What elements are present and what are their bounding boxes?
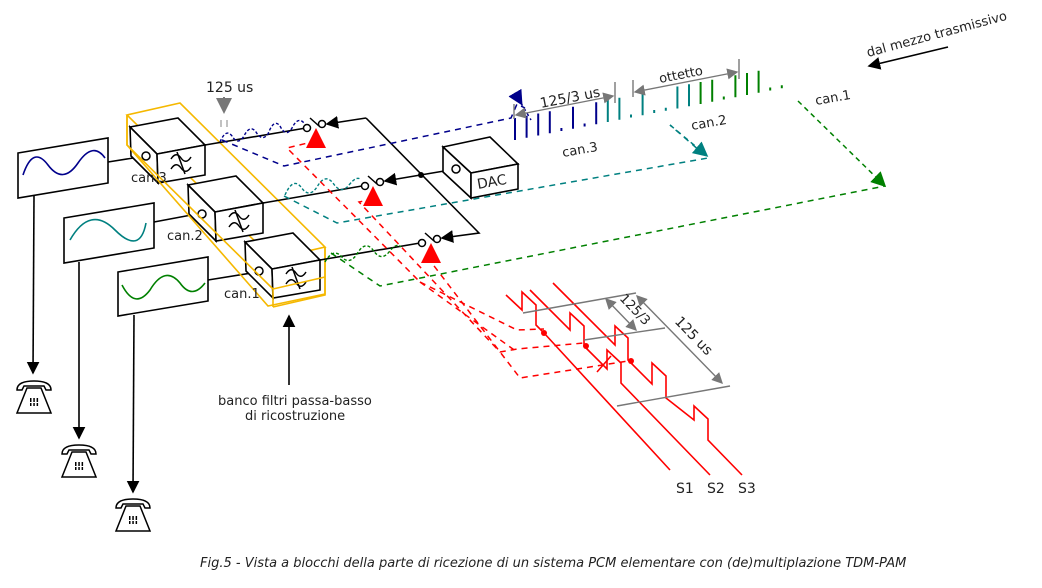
- slot-period-label: 125/3 us: [539, 85, 602, 112]
- route-ch1: [330, 185, 886, 287]
- s2-label: S2: [707, 481, 725, 497]
- stream-label-ch3: can.3: [561, 140, 599, 161]
- waveform-ch3: [22, 149, 106, 176]
- output-ch2-monitor: [63, 202, 155, 264]
- telephone-icon: [16, 380, 52, 414]
- filter-label-ch3: can.3: [131, 171, 167, 186]
- waveform-ch1: [121, 274, 206, 300]
- source-label: dal mezzo trasmissivo: [865, 9, 1009, 61]
- waveform-ch2: [69, 218, 147, 242]
- switch-ch3: [302, 117, 327, 133]
- dac-label: DAC: [476, 172, 508, 193]
- switch-ch1: [417, 232, 442, 248]
- stream-label-ch1: can.1: [814, 88, 852, 109]
- output-ch3-monitor: [17, 137, 109, 199]
- filter-bank-label-line2: di ricostruzione: [245, 409, 345, 424]
- sample-wave-ch2: [284, 177, 362, 196]
- filter-label-ch2: can.2: [167, 229, 203, 244]
- output-line-ch3: [26, 195, 40, 375]
- dac-block: DAC: [441, 136, 520, 200]
- switch-ch2: [360, 175, 385, 191]
- figure-caption: Fig.5 - Vista a blocchi della parte di r…: [200, 556, 906, 571]
- frame-period-top-label: 125 us: [206, 80, 253, 96]
- stream-label-ch2: can.2: [690, 113, 728, 134]
- frame-period-side-label: 125 us: [671, 314, 715, 359]
- telephone-icon: [61, 444, 97, 478]
- route-ch3: [221, 102, 526, 167]
- sample-wave-ch1: [324, 244, 402, 263]
- output-line-ch1: [126, 314, 140, 494]
- route-ch2: [283, 124, 710, 224]
- s1-label: S1: [676, 481, 694, 497]
- telephone-icon: [115, 498, 151, 532]
- filter-bank-label-line1: banco filtri passa-basso: [218, 394, 372, 409]
- slot-period-side-label: 125/3: [616, 291, 653, 328]
- filter-label-ch1: can.1: [224, 287, 260, 302]
- sync-signals: [505, 282, 743, 476]
- s3-label: S3: [738, 481, 756, 497]
- output-ch1-monitor: [117, 256, 209, 317]
